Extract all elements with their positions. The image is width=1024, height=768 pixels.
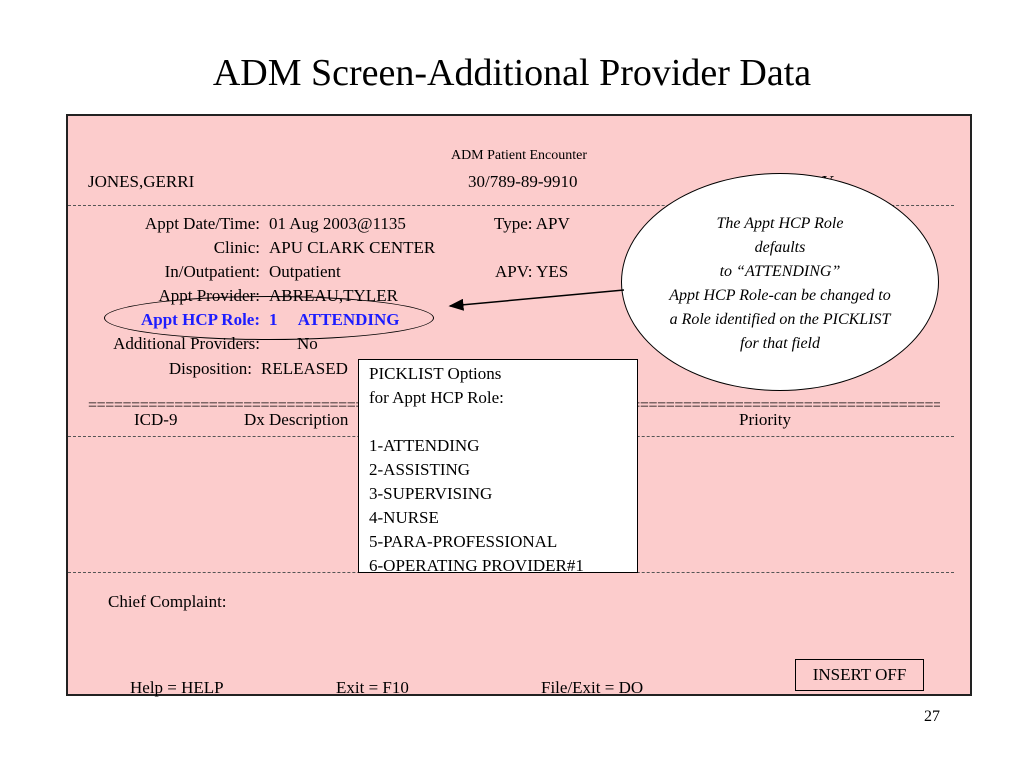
picklist-options-box: PICKLIST Options for Appt HCP Role: 1-AT…	[358, 359, 638, 575]
note-line: to “ATTENDING”	[719, 263, 841, 280]
chief-complaint-label: Chief Complaint:	[108, 592, 227, 611]
inout-value[interactable]: Outpatient	[269, 262, 341, 281]
hcp-role-highlight-oval	[104, 296, 434, 340]
additional-providers-value[interactable]: No	[297, 334, 318, 353]
inout-label: In/Outpatient:	[164, 262, 260, 281]
picklist-option[interactable]: 6-OPERATING PROVIDER#1	[369, 556, 584, 575]
note-line: defaults	[754, 239, 806, 256]
hcp-role-value[interactable]: 1 ATTENDING	[269, 310, 400, 329]
exit-shortcut: Exit = F10	[336, 678, 409, 697]
column-dx-description: Dx Description	[244, 410, 349, 429]
page-number: 27	[924, 708, 940, 725]
insert-status-indicator: INSERT OFF	[795, 659, 924, 691]
help-shortcut: Help = HELP	[130, 678, 224, 697]
clinic-label: Clinic:	[213, 238, 260, 257]
picklist-option[interactable]: 1-ATTENDING	[369, 436, 480, 455]
patient-name: JONES,GERRI	[88, 172, 195, 191]
column-icd9: ICD-9	[134, 410, 178, 429]
picklist-option[interactable]: 5-PARA-PROFESSIONAL	[369, 532, 558, 551]
note-line: a Role identified on the PICKLIST	[669, 311, 891, 328]
appt-datetime-label: Appt Date/Time:	[144, 214, 260, 233]
file-exit-shortcut: File/Exit = DO	[541, 678, 644, 697]
picklist-option[interactable]: 4-NURSE	[369, 508, 439, 527]
column-priority: Priority	[739, 410, 791, 429]
type-field[interactable]: Type: APV	[494, 214, 570, 233]
picklist-option[interactable]: 2-ASSISTING	[369, 460, 471, 479]
patient-id: 30/789-89-9910	[468, 172, 578, 191]
note-line: The Appt HCP Role	[716, 215, 844, 232]
note-line: Appt HCP Role-can be changed to	[669, 287, 891, 304]
picklist-title: PICKLIST Options	[369, 364, 502, 383]
disposition-label: Disposition:	[168, 359, 252, 378]
clinic-value[interactable]: APU CLARK CENTER	[269, 238, 436, 257]
note-line: for that field	[740, 335, 820, 352]
slide-title: ADM Screen-Additional Provider Data	[212, 52, 812, 94]
disposition-value[interactable]: RELEASED	[261, 359, 348, 378]
screen-header: ADM Patient Encounter	[450, 148, 588, 163]
picklist-subtitle: for Appt HCP Role:	[369, 388, 504, 407]
apv-field[interactable]: APV: YES	[495, 262, 569, 281]
hcp-role-label: Appt HCP Role:	[141, 310, 260, 329]
picklist-option[interactable]: 3-SUPERVISING	[369, 484, 493, 503]
additional-providers-label: Additional Providers:	[113, 334, 260, 353]
appt-datetime-value[interactable]: 01 Aug 2003@1135	[269, 214, 406, 233]
callout-note-bubble: The Appt HCP Role defaults to “ATTENDING…	[621, 173, 939, 391]
divider-dashed	[68, 205, 954, 206]
